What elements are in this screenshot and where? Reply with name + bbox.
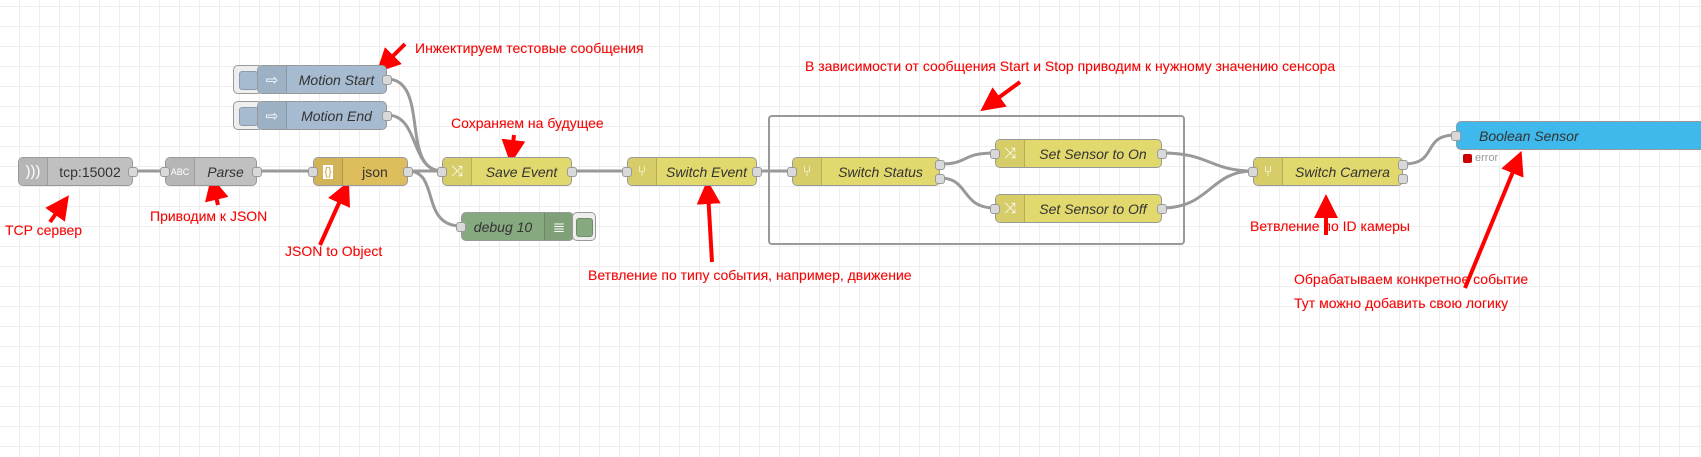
set-sensor-on-node[interactable]: ⤨Set Sensor to On xyxy=(990,139,1167,168)
output-port[interactable] xyxy=(567,167,577,177)
input-port[interactable] xyxy=(437,167,447,177)
input-port[interactable] xyxy=(622,167,632,177)
arrow-right-icon: ⇨ xyxy=(258,102,287,129)
input-port[interactable] xyxy=(456,222,466,232)
input-port[interactable] xyxy=(308,167,318,177)
annotation-json: JSON to Object xyxy=(285,243,383,259)
error-dot-icon xyxy=(1463,153,1472,163)
output-port[interactable] xyxy=(1157,149,1167,159)
output-port[interactable] xyxy=(935,160,945,170)
input-port[interactable] xyxy=(1248,167,1258,177)
input-port[interactable] xyxy=(787,167,797,177)
set-sensor-off-node[interactable]: ⤨Set Sensor to Off xyxy=(990,194,1167,223)
annotation-save: Сохраняем на будущее xyxy=(451,115,604,131)
output-port[interactable] xyxy=(382,111,392,121)
output-port[interactable] xyxy=(752,167,762,177)
boolean-sensor-node[interactable]: Boolean Sensor xyxy=(1451,121,1701,150)
sensor-group xyxy=(768,115,1185,245)
input-port[interactable] xyxy=(1451,131,1461,141)
json-node[interactable]: {}json xyxy=(308,157,413,186)
json-icon: {} xyxy=(314,158,343,185)
save-event-node[interactable]: ⤨Save Event xyxy=(437,157,577,186)
output-port[interactable] xyxy=(403,167,413,177)
input-port[interactable] xyxy=(990,149,1000,159)
output-port[interactable] xyxy=(252,167,262,177)
annotation-handle-2: Тут можно добавить свою логику xyxy=(1294,295,1509,311)
template-icon: ABC xyxy=(166,158,195,185)
output-port[interactable] xyxy=(382,75,392,85)
input-port[interactable] xyxy=(990,204,1000,214)
annotation-inject: Инжектируем тестовые сообщения xyxy=(415,40,644,56)
network-icon: ))) xyxy=(19,158,48,185)
output-port[interactable] xyxy=(1157,204,1167,214)
annotation-branch-event: Ветвление по типу события, например, дви… xyxy=(588,267,912,283)
debug-toggle-button[interactable] xyxy=(572,212,596,241)
switch-icon: ⑂ xyxy=(628,158,657,185)
shuffle-icon: ⤨ xyxy=(443,158,472,185)
shuffle-icon: ⤨ xyxy=(996,140,1025,167)
output-port[interactable] xyxy=(935,174,945,184)
annotation-tcp: TCP сервер xyxy=(5,222,83,238)
motion-end-node[interactable]: ⇨Motion End xyxy=(257,101,392,130)
motion-start-node[interactable]: ⇨Motion Start xyxy=(257,65,392,94)
output-port[interactable] xyxy=(1398,160,1408,170)
annotation-depends: В зависимости от сообщения Start и Stop … xyxy=(805,58,1336,74)
output-port[interactable] xyxy=(1398,174,1408,184)
annotation-handle-1: Обрабатываем конкретное событие xyxy=(1294,271,1529,287)
switch-icon: ⑂ xyxy=(1254,158,1283,185)
shuffle-icon: ⤨ xyxy=(996,195,1025,222)
arrow-right-icon: ⇨ xyxy=(258,66,287,93)
debug-node[interactable]: debug 10 ≣ xyxy=(456,212,574,241)
switch-icon: ⑂ xyxy=(793,158,822,185)
switch-camera-node[interactable]: ⑂Switch Camera xyxy=(1248,157,1408,186)
annotation-parse: Приводим к JSON xyxy=(150,208,268,224)
annotation-branch-camera: Ветвление по ID камеры xyxy=(1250,218,1410,234)
list-icon: ≣ xyxy=(544,213,573,240)
status-indicator: error xyxy=(1463,152,1498,164)
input-port[interactable] xyxy=(160,167,170,177)
output-port[interactable] xyxy=(128,167,138,177)
switch-status-node[interactable]: ⑂Switch Status xyxy=(787,157,945,186)
switch-event-node[interactable]: ⑂Switch Event xyxy=(622,157,762,186)
tcp-in-node[interactable]: )))tcp:15002 xyxy=(18,157,138,186)
